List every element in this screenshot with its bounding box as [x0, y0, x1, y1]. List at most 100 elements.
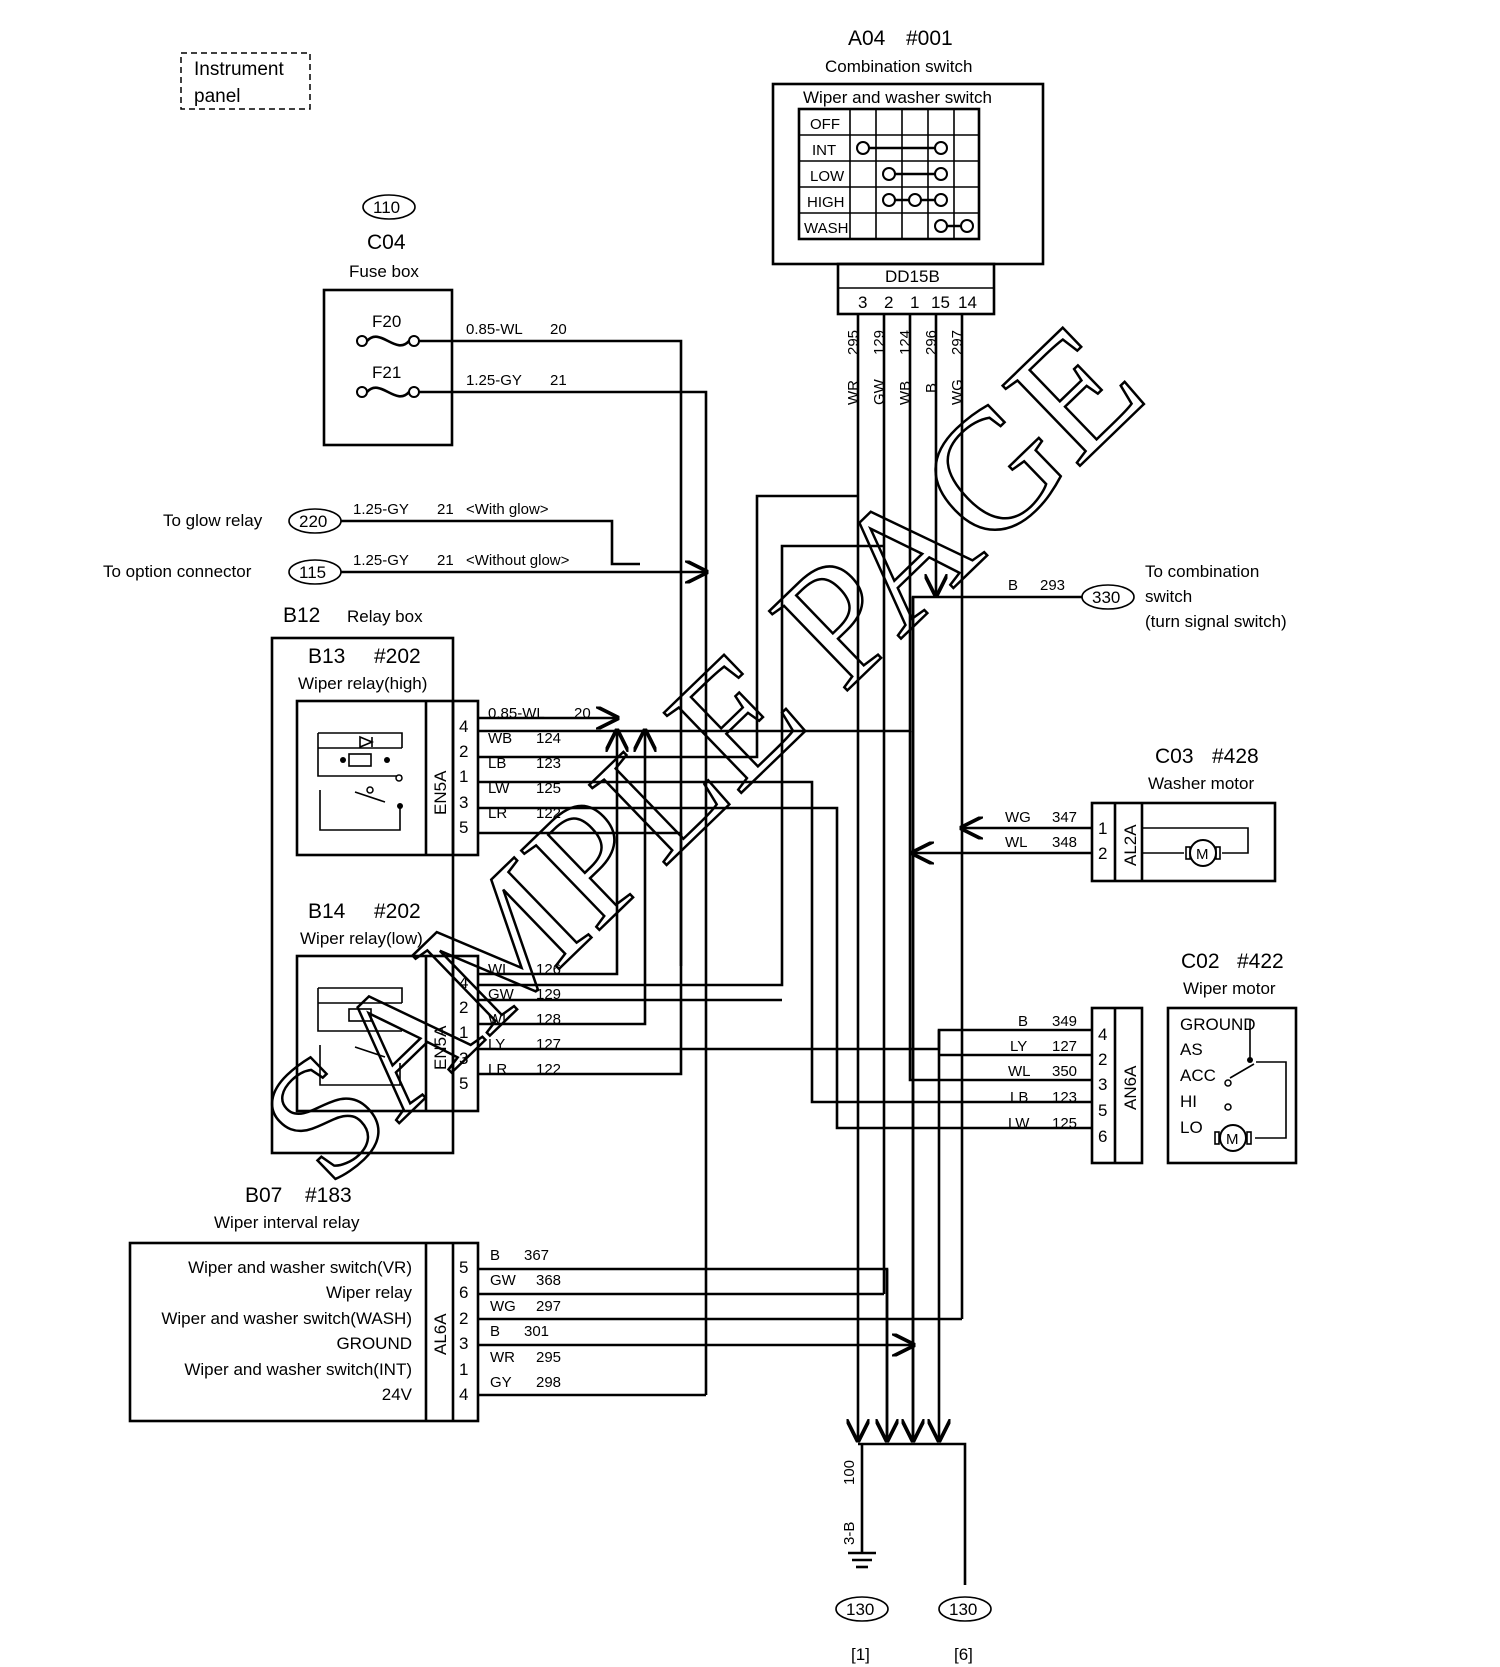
svg-text:GROUND: GROUND [1180, 1015, 1256, 1034]
svg-text:B: B [490, 1323, 500, 1340]
svg-text:298: 298 [536, 1374, 561, 1391]
svg-text:WB: WB [488, 730, 512, 747]
relay-box-name: Relay box [347, 607, 423, 626]
svg-text:EN5A: EN5A [431, 770, 450, 815]
svg-text:2: 2 [459, 998, 468, 1017]
svg-text:6: 6 [459, 1283, 468, 1302]
ground-section: 100 3-B 130 130 [1] [6] [835, 1460, 992, 1664]
svg-text:HI: HI [1180, 1092, 1197, 1111]
svg-text:293: 293 [1040, 577, 1065, 594]
wiper-interval-relay: B07 #183 Wiper interval relay AL6A Wiper… [128, 1184, 561, 1423]
svg-text:115: 115 [299, 563, 326, 582]
svg-text:#422: #422 [1237, 950, 1284, 973]
svg-text:WB: WB [897, 381, 914, 405]
svg-text:123: 123 [536, 755, 561, 772]
svg-text:4: 4 [1098, 1025, 1107, 1044]
svg-text:1: 1 [459, 767, 468, 786]
svg-text:20: 20 [550, 321, 567, 338]
svg-text:WR: WR [490, 1349, 515, 1366]
svg-text:LW: LW [488, 780, 510, 797]
svg-text:Wiper relay(low): Wiper relay(low) [300, 929, 423, 948]
svg-text:125: 125 [536, 780, 561, 797]
svg-text:0.85-WL: 0.85-WL [466, 321, 523, 338]
svg-text:1.25-GY: 1.25-GY [466, 372, 522, 389]
svg-text:330: 330 [1092, 588, 1120, 607]
fuse-box-code: C04 [367, 231, 406, 254]
option-connector-link: To option connector 115 1.25-GY 21 <With… [103, 552, 570, 585]
svg-text:129: 129 [871, 330, 888, 355]
svg-text:2: 2 [459, 742, 468, 761]
combination-switch-ref: #001 [906, 27, 953, 50]
svg-text:296: 296 [923, 330, 940, 355]
svg-text:3: 3 [858, 293, 867, 312]
position-high: HIGH [807, 194, 845, 211]
svg-text:130: 130 [846, 1600, 874, 1619]
svg-text:#202: #202 [374, 900, 421, 923]
svg-text:M: M [1196, 846, 1209, 863]
svg-text:295: 295 [536, 1349, 561, 1366]
svg-text:WG: WG [490, 1298, 516, 1315]
svg-text:2: 2 [884, 293, 893, 312]
svg-text:220: 220 [299, 512, 327, 531]
svg-text:#183: #183 [305, 1184, 352, 1207]
svg-text:GY: GY [490, 1374, 512, 1391]
svg-text:C02: C02 [1181, 950, 1220, 973]
position-low: LOW [810, 168, 845, 185]
combination-switch-code: A04 [848, 27, 886, 50]
svg-text:125: 125 [1052, 1115, 1077, 1132]
svg-text:#428: #428 [1212, 745, 1259, 768]
svg-text:124: 124 [536, 730, 561, 747]
svg-text:1.25-GY: 1.25-GY [353, 501, 409, 518]
svg-text:Wiper interval relay: Wiper interval relay [214, 1213, 360, 1232]
svg-text:LW: LW [1008, 1115, 1030, 1132]
svg-text:[1]: [1] [851, 1645, 870, 1664]
svg-text:348: 348 [1052, 834, 1077, 851]
svg-text:3: 3 [1098, 1075, 1107, 1094]
svg-text:5: 5 [459, 1258, 468, 1277]
switch-position-grid: OFF INT LOW HIGH WASH [797, 107, 981, 241]
svg-text:347: 347 [1052, 809, 1077, 826]
svg-text:(turn signal switch): (turn signal switch) [1145, 612, 1287, 631]
svg-text:<With glow>: <With glow> [466, 501, 549, 518]
relay-box-code: B12 [283, 604, 320, 627]
svg-text:WL: WL [1005, 834, 1028, 851]
fuse-f20-label: F20 [372, 312, 401, 331]
svg-text:0.85-WL: 0.85-WL [488, 705, 545, 722]
svg-text:To glow relay: To glow relay [163, 511, 263, 530]
svg-text:5: 5 [1098, 1101, 1107, 1120]
combination-switch: A04 #001 Combination switch Wiper and wa… [771, 27, 1045, 405]
svg-text:Wiper relay: Wiper relay [326, 1283, 412, 1302]
svg-text:20: 20 [574, 705, 591, 722]
svg-text:WL: WL [1008, 1063, 1031, 1080]
svg-text:123: 123 [1052, 1089, 1077, 1106]
turn-signal-link: B 293 330 To combination switch (turn si… [1008, 562, 1287, 631]
svg-text:panel: panel [194, 86, 241, 107]
dd15b-connector [836, 262, 996, 316]
washer-motor: C03 #428 Washer motor AL2A 1 2 WG 347 WL… [1005, 745, 1277, 883]
svg-text:127: 127 [1052, 1038, 1077, 1055]
combination-switch-name: Combination switch [825, 57, 972, 76]
svg-text:B14: B14 [308, 900, 346, 923]
svg-text:<Without glow>: <Without glow> [466, 552, 570, 569]
svg-text:15: 15 [931, 293, 950, 312]
position-wash: WASH [804, 220, 848, 237]
instrument-panel-label: Instrument panel [180, 52, 311, 110]
svg-text:124: 124 [897, 330, 914, 355]
svg-text:6: 6 [1098, 1127, 1107, 1146]
svg-text:SAMPLE PAGE: SAMPLE PAGE [225, 288, 1177, 1216]
sample-page-watermark: SAMPLE PAGE [224, 287, 1178, 1218]
dd15b-label: DD15B [885, 267, 940, 286]
svg-text:To combination: To combination [1145, 562, 1259, 581]
relay-box: B12 Relay box [270, 604, 455, 1155]
glow-relay-link: To glow relay 220 1.25-GY 21 <With glow> [163, 501, 549, 534]
svg-text:4: 4 [459, 717, 468, 736]
fuse-f21-label: F21 [372, 363, 401, 382]
svg-text:Wiper motor: Wiper motor [1183, 979, 1276, 998]
svg-text:LO: LO [1180, 1118, 1203, 1137]
svg-text:3: 3 [459, 793, 468, 812]
svg-text:130: 130 [949, 1600, 977, 1619]
svg-text:3: 3 [459, 1049, 468, 1068]
svg-text:GW: GW [871, 378, 888, 405]
fuse-box-circle-ref [362, 194, 416, 220]
svg-text:21: 21 [437, 552, 454, 569]
